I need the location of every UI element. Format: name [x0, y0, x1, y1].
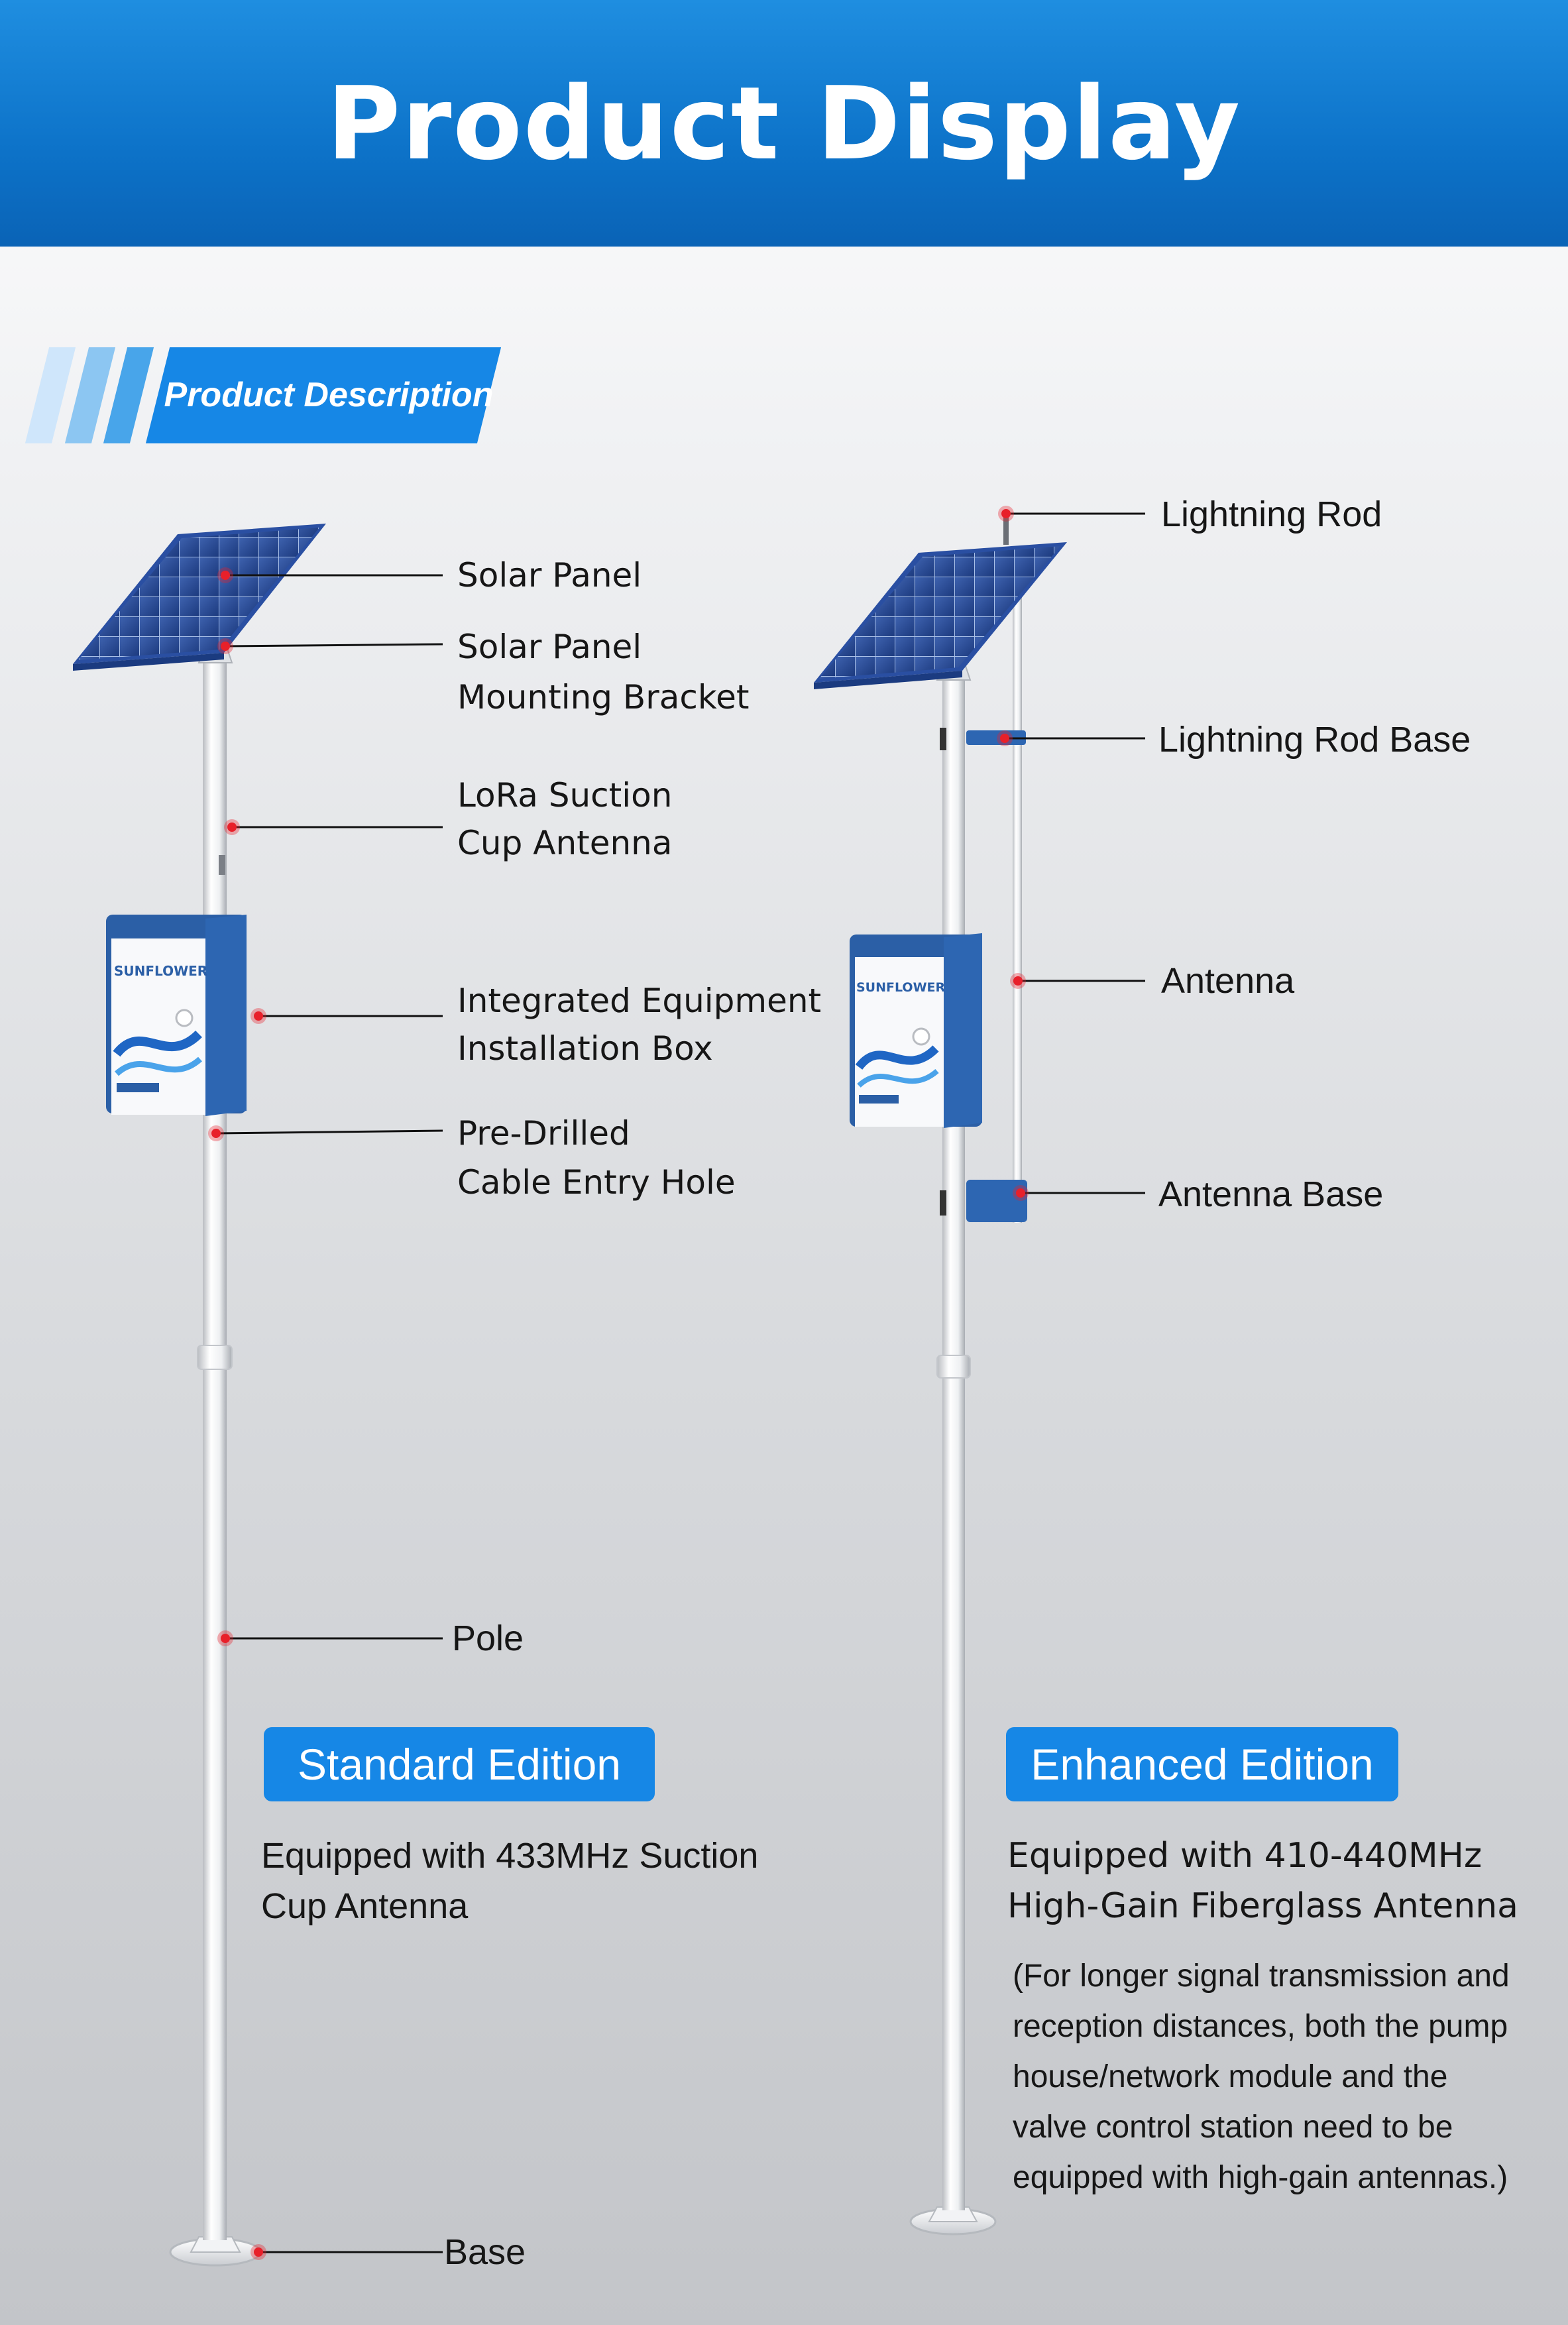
enhanced-unit: SUNFLOWER: [814, 512, 1067, 2236]
callout-box-line1: Integrated Equipment: [457, 982, 822, 1020]
standard-desc-line2: Cup Antenna: [261, 1886, 469, 1926]
callout-box-line2: Installation Box: [457, 1029, 713, 1068]
standard-pole: [203, 650, 227, 2240]
standard-solar-panel: [73, 524, 326, 671]
standard-pole-joint: [197, 1345, 233, 1370]
callout-dots: [208, 506, 1029, 2260]
enhanced-note-line2: reception distances, both the pump: [1013, 2009, 1508, 2044]
enhanced-desc-line2: High-Gain Fiberglass Antenna: [1007, 1886, 1519, 1926]
enhanced-solar-panel: [814, 542, 1067, 689]
callout-lightning-rod: Lightning Rod: [1161, 494, 1382, 534]
enhanced-pole: [942, 666, 965, 2210]
enhanced-edition-badge: Enhanced Edition: [1006, 1727, 1398, 1801]
standard-brand-text: SUNFLOWER: [114, 963, 207, 979]
callout-lines: [215, 512, 1145, 2253]
callout-antenna-base: Antenna Base: [1158, 1174, 1384, 1214]
enhanced-antenna-rod: [1013, 570, 1022, 1223]
standard-edition-badge: Standard Edition: [264, 1727, 655, 1801]
enhanced-equipment-box: SUNFLOWER: [850, 933, 982, 1128]
callout-solar-panel: Solar Panel: [457, 556, 642, 595]
enhanced-note-line1: (For longer signal transmission and: [1013, 1958, 1510, 1994]
enhanced-note-line5: equipped with high-gain antennas.): [1013, 2160, 1508, 2195]
section-badge-label: Product Description: [164, 376, 494, 414]
standard-desc-line1: Equipped with 433MHz Suction: [261, 1836, 759, 1876]
standard-equipment-box: SUNFLOWER: [106, 915, 247, 1116]
enhanced-brand-text: SUNFLOWER: [856, 980, 946, 995]
callout-antenna: Antenna: [1161, 961, 1295, 1001]
standard-unit: SUNFLOWER: [73, 524, 326, 2267]
callout-bracket-line2: Mounting Bracket: [457, 678, 750, 716]
callout-pole: Pole: [452, 1618, 524, 1658]
header-banner: Product Display: [0, 0, 1568, 247]
callout-lightning-rod-base: Lightning Rod Base: [1158, 720, 1471, 760]
page-title: Product Display: [326, 64, 1242, 182]
enhanced-note-line3: house/network module and the: [1013, 2059, 1448, 2094]
callout-lora-line2: Cup Antenna: [457, 824, 673, 862]
callout-lora-line1: LoRa Suction: [457, 776, 673, 815]
callout-bracket-line1: Solar Panel: [457, 628, 642, 666]
callout-hole-line1: Pre-Drilled: [457, 1114, 630, 1153]
section-badge: Product Description: [25, 347, 502, 443]
enhanced-note-line4: valve control station need to be: [1013, 2110, 1453, 2145]
enhanced-desc-line1: Equipped with 410-440MHz: [1007, 1836, 1483, 1876]
lightning-rod-tip: [1003, 512, 1009, 545]
callout-hole-line2: Cable Entry Hole: [457, 1163, 736, 1202]
callout-base: Base: [444, 2232, 526, 2272]
